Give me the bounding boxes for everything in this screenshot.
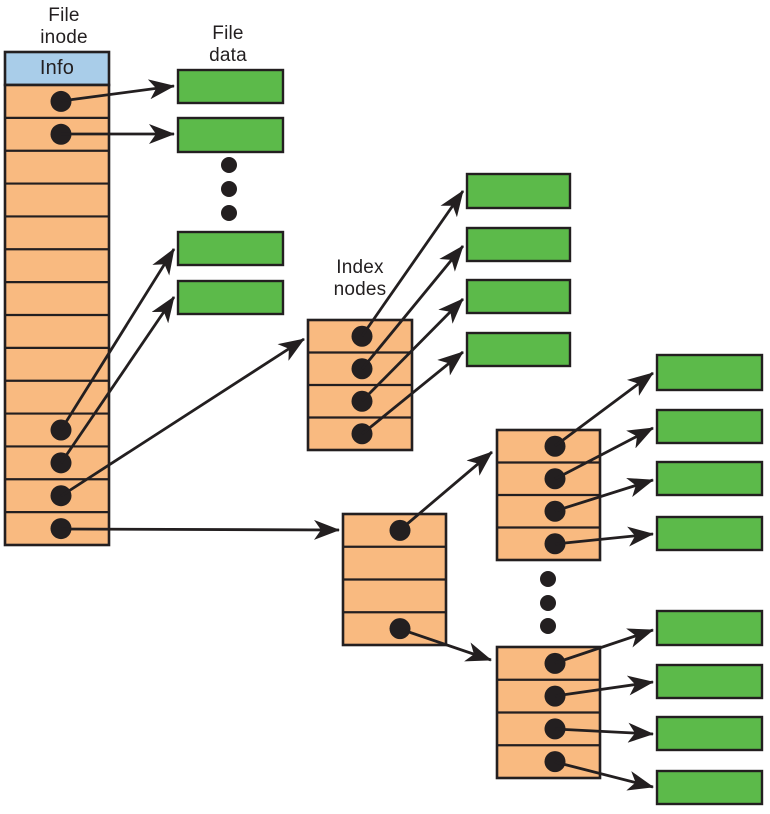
file-inode-label: File inode xyxy=(40,5,88,48)
double-indirect-level2-lower-node-pointer-dot xyxy=(544,751,566,773)
double-indirect-lower-data-block-4 xyxy=(655,769,764,806)
file-data-block-3 xyxy=(176,230,285,267)
index-pointer-arrow-1 xyxy=(360,190,465,337)
double-indirect-level2-lower-node-pointer-dot xyxy=(544,685,566,707)
index-pointer-arrow-4 xyxy=(361,350,464,436)
double-indirect-level2-lower-node-pointer-dot xyxy=(544,652,566,674)
file-data-ellipsis-dot xyxy=(221,205,237,221)
index-node-ellipsis-dot xyxy=(540,618,556,634)
double-indirect-level1-node-pointer-dot xyxy=(389,618,411,640)
single-indirect-data-block-1 xyxy=(465,172,572,210)
double-indirect-lower-data-block-3 xyxy=(655,715,764,752)
double-indirect-upper-data-block-4 xyxy=(655,515,764,552)
double-indirect-upper-data-block-3 xyxy=(655,460,764,497)
double-indirect-level2-upper-node-pointer-dot xyxy=(544,500,566,522)
file-data-ellipsis-dot xyxy=(221,181,237,197)
index-nodes-label: Index nodes xyxy=(334,257,387,300)
info-label: Info xyxy=(39,57,75,79)
file-data-label-line1: File xyxy=(212,23,244,44)
single-indirect-data-block-2 xyxy=(465,226,572,263)
level2-upper-data-arrow-2 xyxy=(554,426,654,481)
single-indirect-data-block-4 xyxy=(465,331,572,368)
single-indirect-index-node-pointer-dot xyxy=(351,325,373,347)
level2-lower-data-arrow-2 xyxy=(554,675,654,698)
index-node-ellipsis-dot xyxy=(540,595,556,611)
direct-pointer-arrow-3 xyxy=(59,248,176,431)
file-data-block-1 xyxy=(176,68,285,105)
file-data-label: File data xyxy=(209,23,247,66)
double-indirect-pointer-arrow xyxy=(60,519,340,540)
level2-lower-data-arrow-4 xyxy=(554,760,654,791)
index-pointer-arrow-3 xyxy=(361,298,464,402)
file-inode-label-line2: inode xyxy=(40,26,88,48)
single-indirect-pointer-arrow xyxy=(60,337,305,498)
double-indirect-lower-data-block-2 xyxy=(655,663,764,700)
index-nodes-label-line2: nodes xyxy=(333,278,387,300)
index-nodes-label-line1: Index xyxy=(336,257,384,278)
file-inode-label-line1: File xyxy=(48,5,80,26)
file-data-block-4 xyxy=(176,279,285,316)
level2-upper-data-arrow-4 xyxy=(554,526,654,547)
direct-pointer-arrow-1 xyxy=(60,79,175,103)
double-indirect-upper-data-block-2 xyxy=(655,408,764,445)
level2-upper-data-arrow-1 xyxy=(554,371,654,448)
file-inode-table-pointer-dot xyxy=(50,90,72,112)
level1-to-level2-upper-arrow xyxy=(399,450,493,532)
file-data-label-line2: data xyxy=(209,44,247,66)
file-inode-table-pointer-dot xyxy=(50,518,72,540)
file-data-ellipsis-dot xyxy=(221,157,237,173)
double-indirect-level2-lower-node-pointer-dot xyxy=(544,718,566,740)
level2-lower-data-arrow-1 xyxy=(554,628,654,665)
double-indirect-upper-data-block-1 xyxy=(655,353,764,392)
single-indirect-data-block-3 xyxy=(465,278,572,315)
level1-to-level2-lower-arrow xyxy=(399,627,492,662)
file-data-block-2 xyxy=(176,116,285,154)
level2-upper-data-arrow-3 xyxy=(554,478,654,513)
direct-pointer-arrow-4 xyxy=(59,296,176,464)
double-indirect-lower-data-block-1 xyxy=(655,609,764,647)
level2-lower-data-arrow-3 xyxy=(554,722,654,743)
index-node-ellipsis-dot xyxy=(540,571,556,587)
index-pointer-arrow-2 xyxy=(360,245,465,370)
